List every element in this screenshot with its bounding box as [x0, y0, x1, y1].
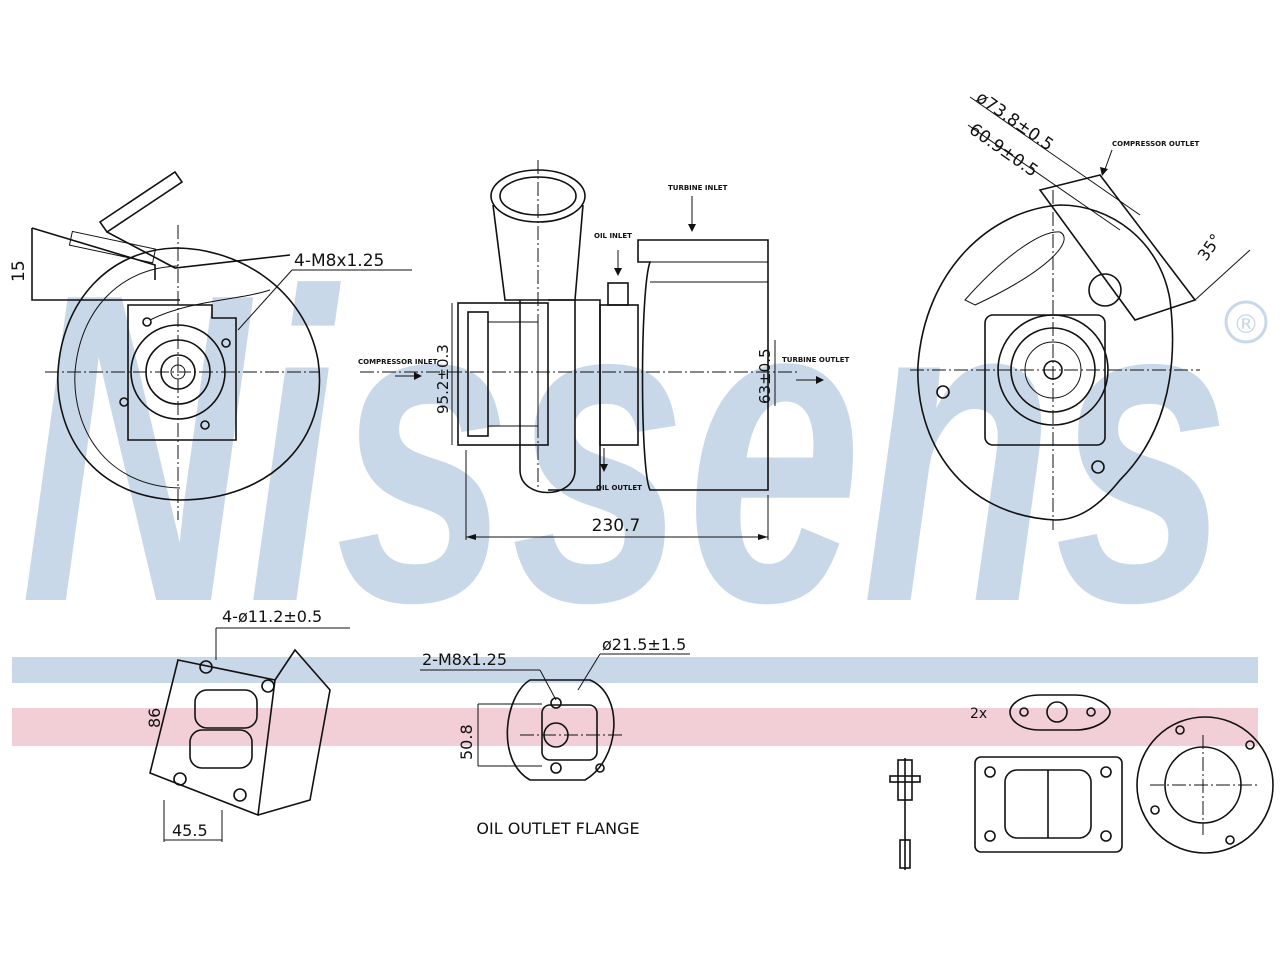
- oil-dia-label: ø21.5±1.5: [602, 635, 686, 654]
- watermark-pink-band: [12, 708, 1258, 746]
- oil-flange-caption: OIL OUTLET FLANGE: [476, 819, 639, 838]
- label-turbine-inlet: TURBINE INLET: [668, 184, 728, 192]
- side-view: 230.7 95.2±0.3 63±0.5 COMPRESSOR INLET T…: [358, 160, 850, 540]
- label-compressor-inlet: COMPRESSOR INLET: [358, 358, 438, 366]
- label-turbine-outlet: TURBINE OUTLET: [782, 356, 850, 364]
- side-dim-length: 230.7: [592, 516, 641, 536]
- oil-dim-50-8: 50.8: [457, 724, 476, 760]
- label-oil-inlet: OIL INLET: [594, 232, 632, 240]
- flange-dim-45-5: 45.5: [172, 821, 208, 840]
- gasket-qty: 2x: [970, 706, 987, 722]
- front-view: 4-M8x1.25 15: [9, 170, 412, 520]
- side-dim-compressor-dia: 95.2±0.3: [434, 344, 452, 414]
- watermark-blue-band: [12, 657, 1258, 683]
- registered-mark: ®: [1233, 310, 1259, 340]
- oil-thread-label: 2-M8x1.25: [422, 650, 507, 669]
- flange-holes-label: 4-ø11.2±0.5: [222, 607, 322, 626]
- watermark-brand: Nissens: [20, 203, 1230, 694]
- registered-mark-icon: [1224, 300, 1268, 344]
- oil-flange-view: 50.8 2-M8x1.25 ø21.5±1.5 OIL OUTLET FLAN…: [420, 635, 690, 838]
- side-dim-turbine-dia: 63±0.5: [756, 348, 774, 404]
- watermark: Nissens ®: [12, 203, 1268, 746]
- turbine-flange-view: 4-ø11.2±0.5 86 45.5: [145, 607, 350, 842]
- gaskets-view: 2x: [889, 694, 1274, 870]
- label-oil-outlet: OIL OUTLET: [596, 484, 642, 492]
- front-dim-15: 15: [9, 260, 29, 282]
- flange-dim-86: 86: [145, 708, 164, 728]
- label-compressor-outlet: COMPRESSOR OUTLET: [1112, 140, 1200, 148]
- front-thread-label: 4-M8x1.25: [294, 251, 384, 271]
